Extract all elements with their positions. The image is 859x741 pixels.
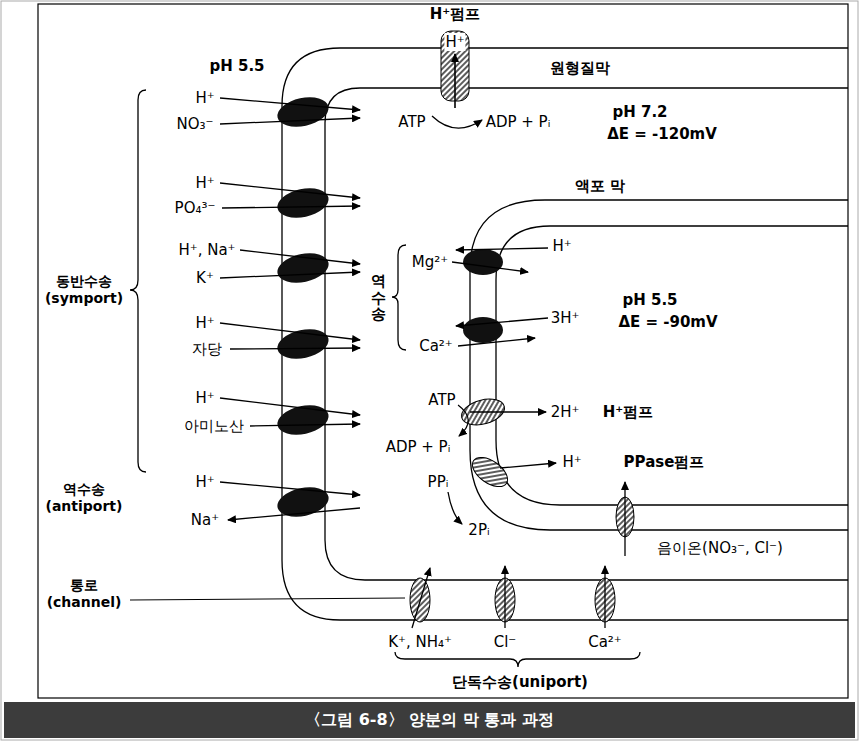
atp-arrow [458, 405, 468, 436]
ion-label: H⁺, Na⁺ [176, 241, 237, 259]
ion-arrow [220, 323, 360, 340]
ppase-pump [467, 452, 512, 493]
vacuole-membrane-inner [496, 226, 848, 505]
adp-label: ADP + Pᵢ [484, 113, 553, 131]
ion-arrow [240, 250, 360, 264]
ion-label: Mg²⁺ [410, 253, 450, 271]
proton-pump: H⁺펌프H⁺ [440, 30, 470, 102]
ion-label: 2H⁺ [549, 403, 582, 421]
ion-arrow [228, 508, 360, 520]
ion-label: Ca²⁺ [417, 337, 455, 355]
ion-label: 음이온(NO₃⁻, Cl⁻) [655, 539, 785, 557]
solute-label: 아미노산 [182, 417, 246, 435]
ion-label: H⁺ [550, 237, 573, 255]
ion-label: H⁺ [444, 33, 465, 51]
atp-label: ATP [426, 391, 457, 409]
vacuole-membrane-outer [470, 200, 848, 530]
potential-label: ΔE = -120mV [605, 125, 719, 143]
ion-arrow [220, 98, 360, 110]
ion-arrow [250, 424, 360, 426]
ion-label: H⁺ [193, 314, 216, 332]
ion-label: Ca²⁺ [586, 633, 624, 651]
ion-label: H⁺ [193, 389, 216, 407]
antiport-brace [392, 245, 406, 350]
ph-label: pH 5.5 [620, 291, 679, 309]
pump-heading: H⁺펌프 [430, 5, 480, 23]
figure-frame [38, 4, 848, 698]
ion-label: Na⁺ [189, 511, 221, 529]
ion-arrow [456, 318, 548, 326]
caption-bar [4, 702, 855, 738]
pi-label: 2Pᵢ [466, 521, 491, 539]
carrier-protein [275, 93, 332, 131]
ppi-label: PPᵢ [426, 473, 451, 491]
ion-label: H⁺ [193, 473, 216, 491]
ion-label: 3H⁺ [549, 309, 582, 327]
ion-arrow [458, 338, 535, 346]
ion-arrow [604, 566, 605, 628]
plasma-membrane-inner [325, 88, 848, 580]
group-label: 단독수송(uniport) [450, 673, 590, 691]
carrier-protein [275, 401, 332, 439]
ppi-arrow [448, 492, 462, 524]
ion-label: H⁺ [193, 174, 216, 192]
ion-arrow [412, 568, 430, 628]
group-label: 동반수송 (symport) [40, 273, 128, 307]
ph-label: pH 7.2 [610, 103, 669, 121]
carrier-protein [463, 249, 503, 275]
leader-line [130, 598, 405, 600]
atp-arrow [432, 116, 482, 128]
group-label: 역수송 (antiport) [40, 481, 128, 515]
pump-label: PPase펌프 [622, 453, 707, 471]
group-label: 통로 (channel) [40, 577, 128, 611]
ion-arrow [220, 118, 360, 124]
figure-caption: 〈그림 6-8〉 양분의 막 통과 과정 [4, 702, 855, 738]
ion-arrow [230, 348, 360, 349]
solute-label: 자당 [190, 340, 224, 358]
ion-arrow [452, 262, 528, 272]
membrane-label: 액포 막 [573, 177, 627, 195]
ion-arrow [456, 248, 548, 250]
ion-label: H⁺ [193, 89, 216, 107]
ion-arrow [220, 272, 360, 278]
symport-brace [130, 90, 146, 472]
adp-label: ADP + Pᵢ [384, 438, 453, 456]
ion-arrow [454, 54, 456, 108]
ion-arrow [222, 206, 360, 208]
plasma-membrane-outer [282, 48, 848, 620]
ion-label: NO₃⁻ [175, 115, 216, 133]
membrane-label: 원형질막 [548, 59, 612, 77]
group-label: 역수송 [371, 273, 386, 323]
carrier-protein [463, 317, 503, 343]
ph-label: pH 5.5 [207, 57, 266, 75]
ion-label: K⁺, NH₄⁺ [386, 633, 454, 651]
potential-label: ΔE = -90mV [616, 313, 719, 331]
ion-arrow [220, 183, 360, 198]
ion-label: H⁺ [560, 453, 583, 471]
ion-arrow [624, 482, 625, 556]
ion-label: K⁺ [194, 269, 216, 287]
ion-arrow [470, 411, 546, 412]
ion-arrow [220, 398, 360, 415]
ion-arrow [504, 566, 505, 628]
pump-label: H⁺펌프 [601, 403, 655, 421]
atp-label: ATP [396, 113, 427, 131]
uniport-brace [395, 652, 640, 667]
ion-label: PO₄³⁻ [173, 199, 218, 217]
ion-label: Cl⁻ [492, 633, 519, 651]
ion-arrow [220, 482, 360, 495]
ion-arrow [500, 463, 556, 468]
